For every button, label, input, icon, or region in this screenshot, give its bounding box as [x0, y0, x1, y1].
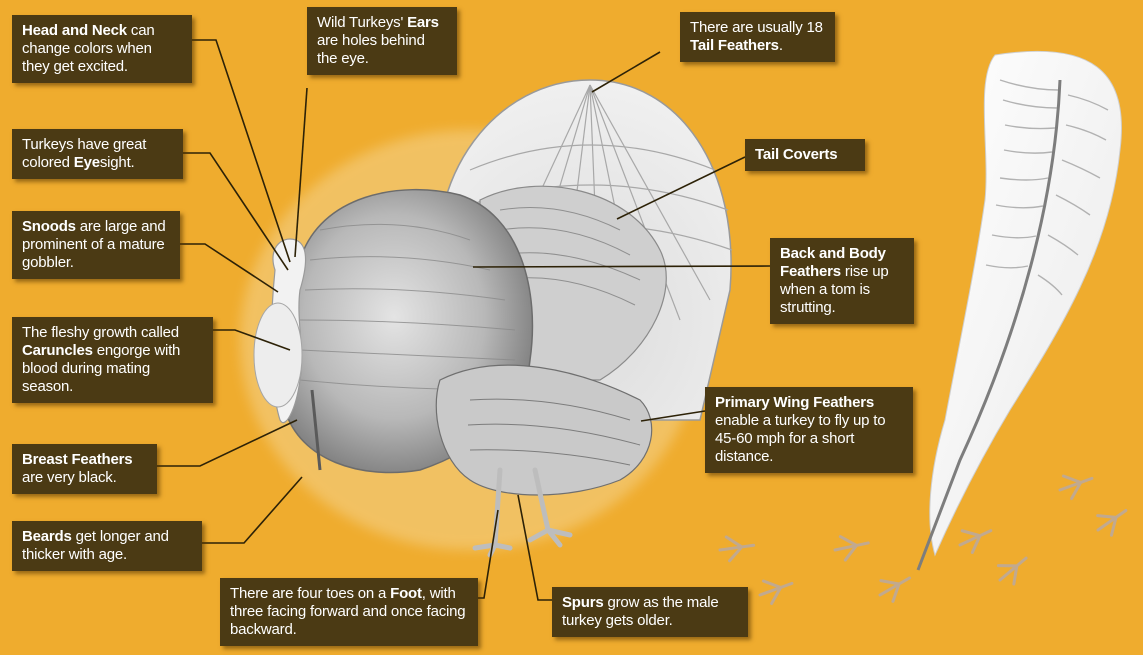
- tail-feather-illustration: [918, 51, 1121, 570]
- label-beards: Beards get longer and thicker with age.: [12, 521, 202, 571]
- label-head-and-neck-bold: Head and Neck: [22, 22, 127, 39]
- label-tail-feathers-post: .: [779, 37, 783, 54]
- label-tail-feathers-bold: Tail Feathers: [690, 37, 779, 54]
- turkey-illustration: [240, 80, 732, 555]
- label-beards-bold: Beards: [22, 528, 72, 545]
- label-ears-post: are holes behind the eye.: [317, 32, 425, 67]
- label-eyesight-bold: Eye: [74, 154, 100, 171]
- label-primary-wing-text: enable a turkey to fly up to 45-60 mph f…: [715, 412, 885, 465]
- label-tail-coverts-bold: Tail Coverts: [755, 146, 837, 163]
- label-eyesight-post: sight.: [100, 154, 135, 171]
- label-caruncles-bold: Caruncles: [22, 342, 93, 359]
- label-tail-feathers: There are usually 18 Tail Feathers.: [680, 12, 835, 62]
- label-primary-wing-bold: Primary Wing Feathers: [715, 394, 874, 411]
- label-ears: Wild Turkeys' Ears are holes behind the …: [307, 7, 457, 75]
- label-breast-feathers-bold: Breast Feathers: [22, 451, 132, 468]
- label-primary-wing-feathers: Primary Wing Feathers enable a turkey to…: [705, 387, 913, 473]
- label-tail-feathers-pre: There are usually 18: [690, 19, 823, 36]
- label-foot-pre: There are four toes on a: [230, 585, 390, 602]
- label-breast-feathers: Breast Feathers are very black.: [12, 444, 157, 494]
- label-back-and-body-feathers: Back and Body Feathers rise up when a to…: [770, 238, 914, 324]
- label-snoods: Snoods are large and prominent of a matu…: [12, 211, 180, 279]
- label-ears-bold: Ears: [407, 14, 439, 31]
- label-spurs-bold: Spurs: [562, 594, 604, 611]
- label-caruncles: The fleshy growth called Caruncles engor…: [12, 317, 213, 403]
- label-snoods-bold: Snoods: [22, 218, 76, 235]
- label-foot: There are four toes on a Foot, with thre…: [220, 578, 478, 646]
- label-caruncles-pre: The fleshy growth called: [22, 324, 179, 341]
- label-eyesight: Turkeys have great colored Eyesight.: [12, 129, 183, 179]
- label-head-and-neck: Head and Neck can change colors when the…: [12, 15, 192, 83]
- label-tail-coverts: Tail Coverts: [745, 139, 865, 171]
- label-breast-feathers-text: are very black.: [22, 469, 117, 486]
- turkey-tracks: [718, 467, 1132, 606]
- label-foot-bold: Foot: [390, 585, 422, 602]
- label-spurs: Spurs grow as the male turkey gets older…: [552, 587, 748, 637]
- label-ears-pre: Wild Turkeys': [317, 14, 407, 31]
